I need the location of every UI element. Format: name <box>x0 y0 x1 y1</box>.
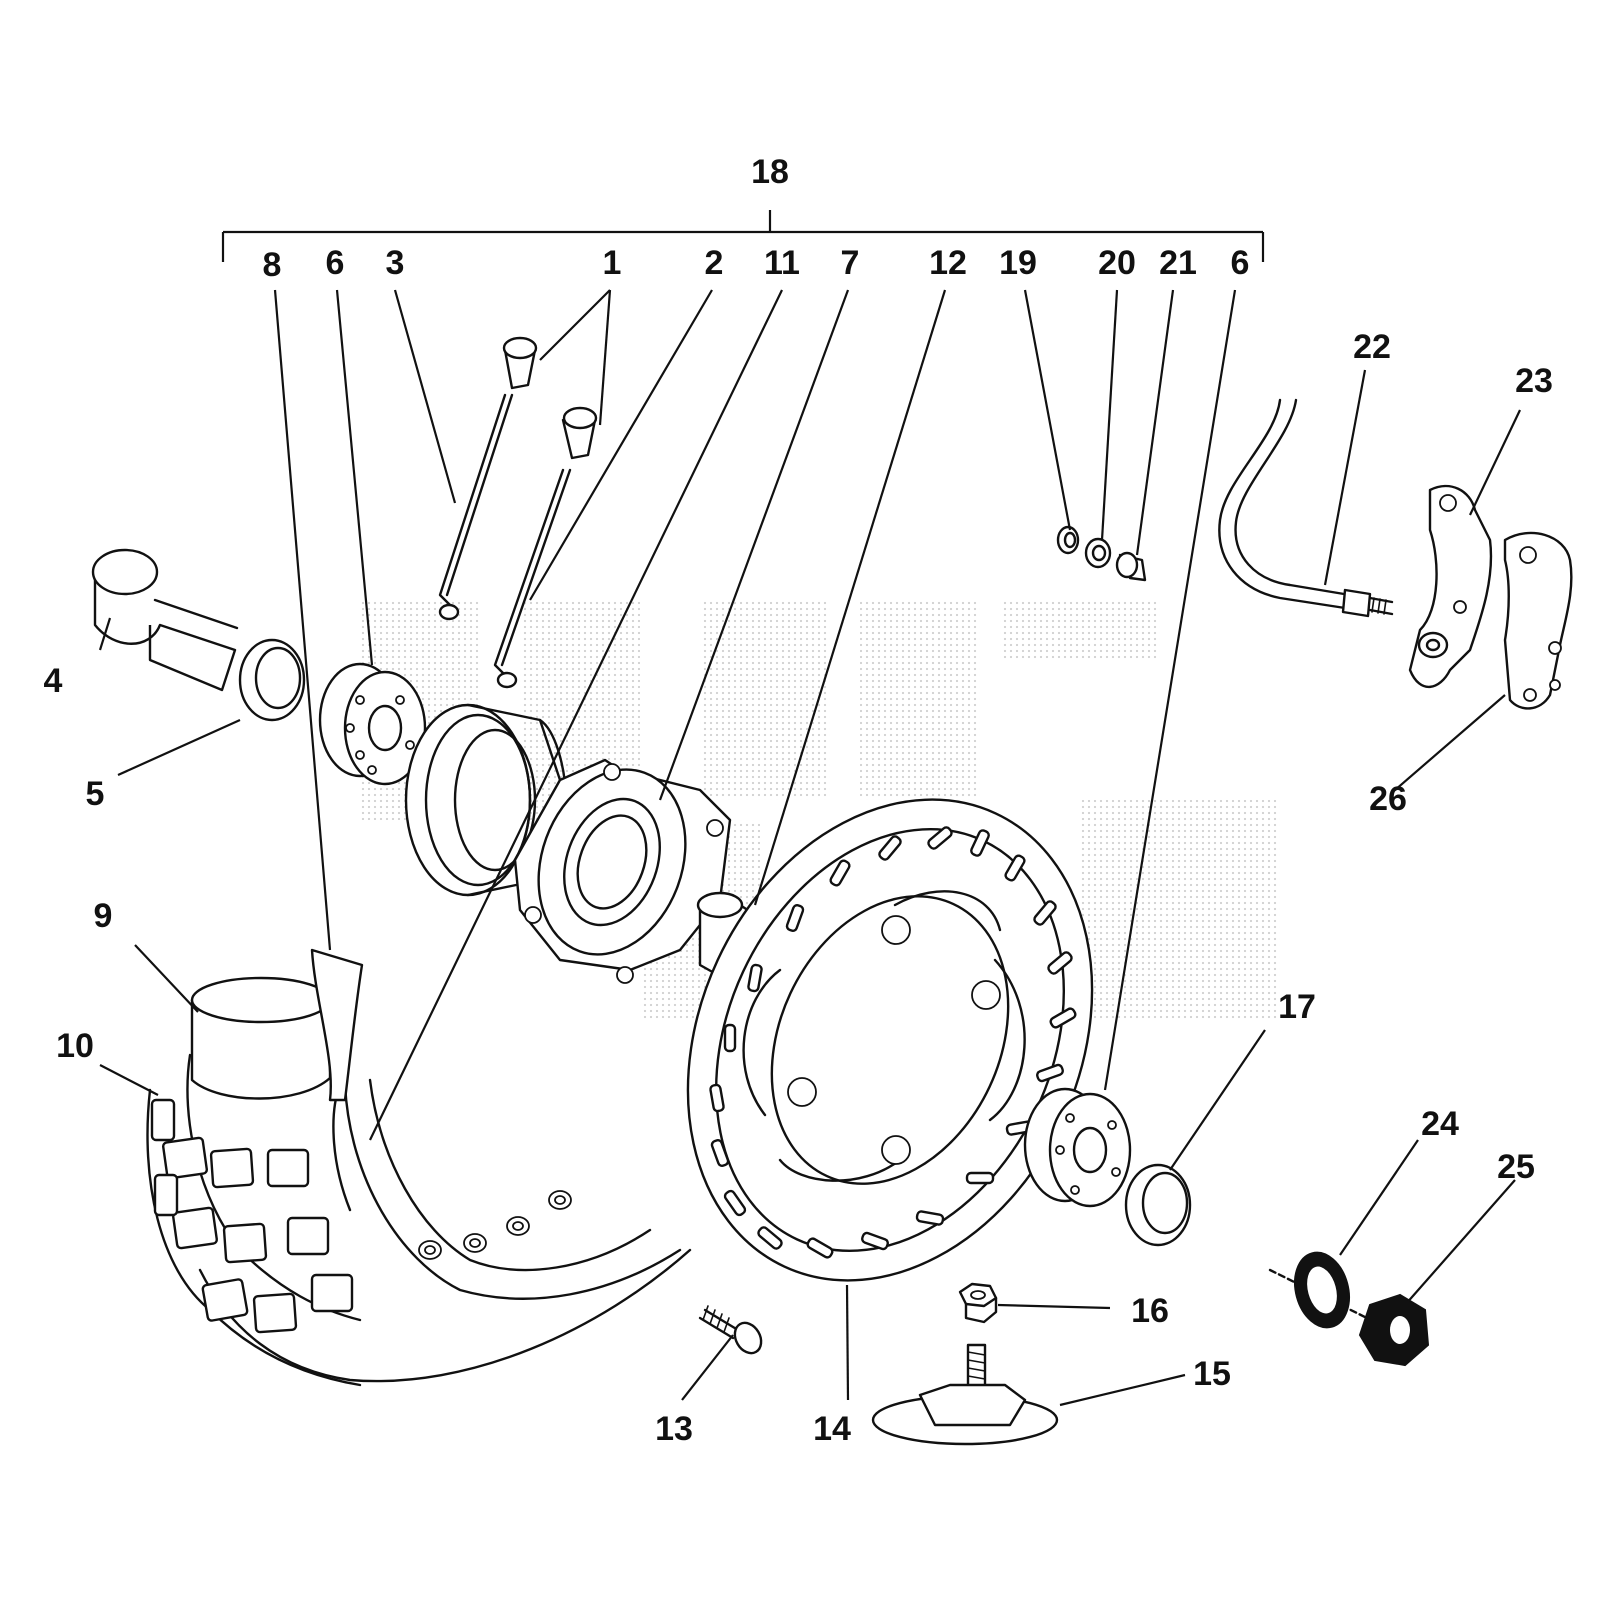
spokes-and-nipples <box>438 336 598 689</box>
disc-slots <box>709 826 1077 1259</box>
callout-26: 26 <box>1369 780 1407 818</box>
callout-3: 3 <box>386 244 405 282</box>
left-bearing <box>318 662 427 786</box>
brake-disc <box>686 798 1094 1282</box>
tyre-tread <box>150 1098 354 1334</box>
callout-18: 18 <box>751 153 789 191</box>
callout-1: 1 <box>603 244 622 282</box>
brake-hose <box>1218 398 1394 618</box>
callout-4: 4 <box>44 662 63 700</box>
callout-22: 22 <box>1353 328 1391 366</box>
leader-lines <box>98 289 1521 1407</box>
right-bearing <box>1023 1087 1132 1208</box>
callout-24: 24 <box>1421 1105 1459 1143</box>
callout-2: 2 <box>705 244 724 282</box>
callout-17: 17 <box>1278 988 1316 1026</box>
callout-21: 21 <box>1159 244 1197 282</box>
callout-7: 7 <box>841 244 860 282</box>
right-seal <box>1124 1163 1192 1247</box>
watermark <box>360 600 1280 1020</box>
callout-19: 19 <box>999 244 1037 282</box>
group-bracket <box>221 210 1265 262</box>
axle-spacer <box>91 548 239 692</box>
callout-23: 23 <box>1515 362 1553 400</box>
callout-16: 16 <box>1131 1292 1169 1330</box>
callout-11: 11 <box>764 244 800 282</box>
callout-6-right: 6 <box>1231 244 1250 282</box>
callout-15: 15 <box>1193 1355 1231 1393</box>
callout-12: 12 <box>929 244 967 282</box>
callout-13: 13 <box>655 1410 693 1448</box>
disc-screw <box>698 1305 763 1355</box>
disc-carrier <box>513 758 732 984</box>
axle-washer-and-nut <box>1268 1251 1430 1367</box>
callout-20: 20 <box>1098 244 1136 282</box>
left-seal <box>238 638 306 722</box>
wheel-rim-and-tyre <box>146 948 692 1387</box>
callout-25: 25 <box>1497 1148 1535 1186</box>
callout-labels: 18 8 6 3 1 2 11 7 12 19 20 21 6 22 23 4 … <box>44 153 1553 1448</box>
callout-9: 9 <box>94 897 113 935</box>
callout-14: 14 <box>813 1410 851 1448</box>
caliper-plate <box>1503 531 1573 710</box>
callout-6-left: 6 <box>326 244 345 282</box>
caliper-bracket <box>1408 484 1493 689</box>
callout-5: 5 <box>86 775 105 813</box>
small-washers <box>1056 525 1147 582</box>
callout-10: 10 <box>56 1027 94 1065</box>
callout-8: 8 <box>263 246 282 284</box>
nut-and-valve-base <box>871 1282 1059 1446</box>
